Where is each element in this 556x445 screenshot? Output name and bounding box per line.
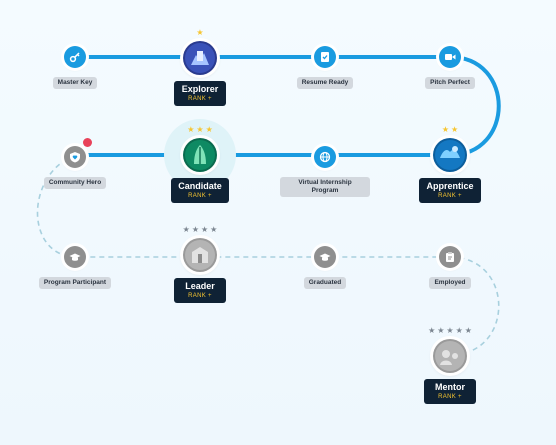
rank-stars: ★★★★	[183, 226, 218, 234]
rank-stars: ★★★★★	[428, 327, 472, 335]
star-icon: ★	[201, 225, 209, 234]
rank-stars: ★★	[442, 126, 458, 134]
milestone-virtual-internship[interactable]: Virtual Internship Program	[265, 146, 385, 197]
milestone-label: Pitch Perfect	[425, 77, 475, 89]
star-icon: ★	[191, 225, 199, 234]
rank-card: Explorer RANK +	[174, 81, 226, 106]
apprentice-badge-icon: ★★	[433, 126, 467, 172]
rank-title: Mentor	[435, 382, 465, 392]
milestone-label: Resume Ready	[296, 77, 354, 89]
milestone-label: Community Hero	[43, 177, 107, 189]
key-icon	[64, 46, 86, 68]
rank-stars: ★	[196, 29, 203, 37]
star-icon: ★	[187, 125, 195, 134]
rank-mentor[interactable]: ★★★★★ Mentor RANK +	[390, 327, 510, 404]
rank-subtitle: RANK +	[188, 96, 212, 102]
star-icon: ★	[455, 326, 463, 335]
candidate-badge-icon: ★★★	[183, 126, 217, 172]
star-icon: ★	[451, 125, 459, 134]
star-icon: ★	[196, 125, 204, 134]
video-icon	[439, 46, 461, 68]
star-icon: ★	[182, 225, 190, 234]
rank-card: Candidate RANK +	[171, 178, 229, 203]
star-icon: ★	[446, 326, 454, 335]
rank-subtitle: RANK +	[438, 193, 462, 199]
star-icon: ★	[196, 28, 204, 37]
star-icon: ★	[441, 125, 449, 134]
rank-leader[interactable]: ★★★★ Leader RANK +	[140, 226, 260, 303]
rank-title: Candidate	[178, 181, 222, 191]
star-icon: ★	[464, 326, 472, 335]
milestone-label: Virtual Internship Program	[280, 177, 370, 197]
rank-subtitle: RANK +	[188, 193, 212, 199]
milestone-resume-ready[interactable]: Resume Ready	[265, 46, 385, 89]
milestone-pitch-perfect[interactable]: Pitch Perfect	[390, 46, 510, 89]
rank-subtitle: RANK +	[188, 293, 212, 299]
document-check-icon	[314, 46, 336, 68]
milestone-program-participant[interactable]: Program Participant	[15, 246, 135, 289]
milestone-graduated[interactable]: Graduated	[265, 246, 385, 289]
star-icon: ★	[437, 326, 445, 335]
rank-title: Leader	[185, 281, 215, 291]
rank-card: Mentor RANK +	[424, 379, 476, 404]
rank-explorer[interactable]: ★ Explorer RANK +	[140, 29, 260, 106]
star-icon: ★	[428, 326, 436, 335]
milestone-label: Program Participant	[38, 277, 112, 289]
leader-badge-icon: ★★★★	[183, 226, 217, 272]
milestone-employed[interactable]: Employed	[390, 246, 510, 289]
rank-subtitle: RANK +	[438, 394, 462, 400]
clipboard-icon	[439, 246, 461, 268]
rank-title: Apprentice	[426, 181, 474, 191]
milestone-label: Master Key	[52, 77, 98, 89]
milestone-community-hero[interactable]: Community Hero	[15, 138, 135, 189]
rank-title: Explorer	[181, 84, 219, 94]
globe-icon	[314, 146, 336, 168]
milestone-label: Employed	[429, 277, 471, 289]
rank-candidate[interactable]: ★★★ Candidate RANK +	[140, 126, 260, 203]
rank-card: Leader RANK +	[174, 278, 226, 303]
graduation-cap-icon	[314, 246, 336, 268]
milestone-master-key[interactable]: Master Key	[15, 46, 135, 89]
milestone-label: Graduated	[303, 277, 347, 289]
star-icon: ★	[205, 125, 213, 134]
mentor-badge-icon: ★★★★★	[428, 327, 472, 373]
star-icon: ★	[210, 225, 218, 234]
notification-dot	[83, 138, 92, 147]
graduation-cap-icon	[64, 246, 86, 268]
rank-apprentice[interactable]: ★★ Apprentice RANK +	[390, 126, 510, 203]
explorer-badge-icon: ★	[183, 29, 217, 75]
heart-shield-icon	[64, 146, 86, 168]
rank-card: Apprentice RANK +	[419, 178, 481, 203]
rank-stars: ★★★	[187, 126, 213, 134]
